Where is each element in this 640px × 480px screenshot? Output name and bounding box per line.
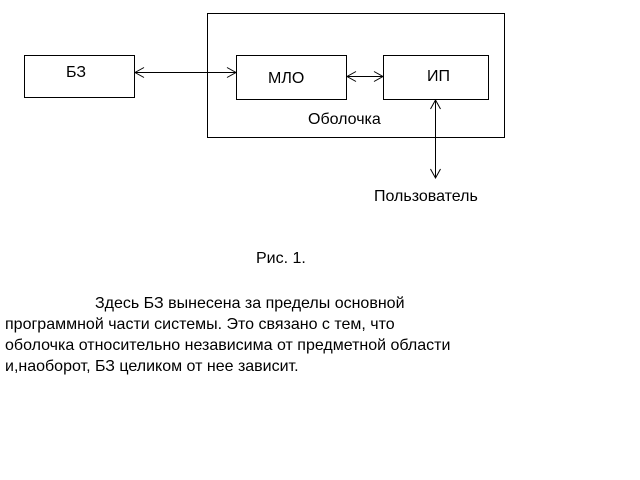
user-label: Пользователь xyxy=(374,188,478,205)
paragraph-line: Здесь БЗ вынесена за пределы основной xyxy=(95,295,405,312)
bz-label: БЗ xyxy=(66,64,86,81)
figure-caption: Рис. 1. xyxy=(256,250,306,267)
ip-user-arrow xyxy=(430,98,441,180)
bz-mlo-arrow xyxy=(133,67,238,78)
bz-box xyxy=(24,55,135,98)
ip-box xyxy=(383,55,489,100)
body-paragraph: Здесь БЗ вынесена за пределы основной пр… xyxy=(5,293,565,377)
shell-label: Оболочка xyxy=(308,111,381,128)
ip-label: ИП xyxy=(427,68,450,85)
paragraph-line: программной части системы. Это связано с… xyxy=(5,316,395,333)
architecture-diagram: БЗ МЛО ИП Оболочка Пользователь xyxy=(24,13,505,205)
mlo-ip-arrow xyxy=(345,71,385,82)
mlo-label: МЛО xyxy=(268,70,304,87)
mlo-box xyxy=(236,55,347,100)
paragraph-line: оболочка относительно независима от пред… xyxy=(5,337,451,354)
paragraph-line: и,наоборот, БЗ целиком от нее зависит. xyxy=(5,358,299,375)
